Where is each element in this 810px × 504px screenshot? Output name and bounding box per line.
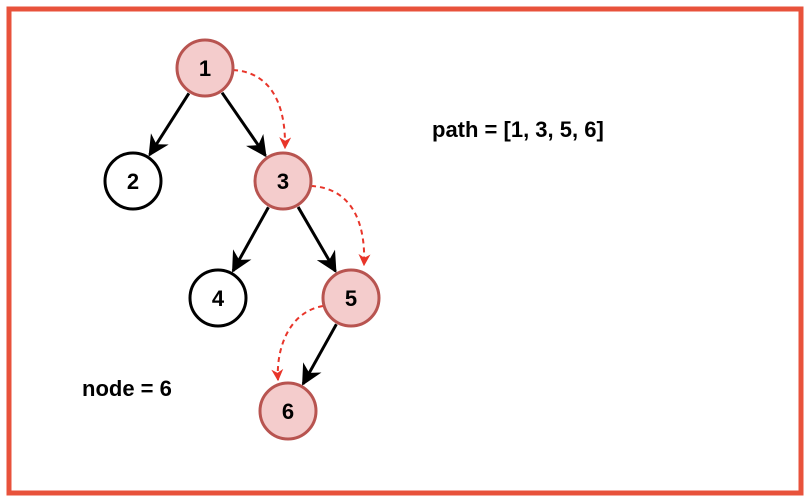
edge-n3-n4 xyxy=(231,206,270,273)
outer-frame xyxy=(6,6,804,496)
path-arrow-n3-n5 xyxy=(310,185,371,267)
node-label: 6 xyxy=(282,399,294,424)
tree-node-4: 4 xyxy=(188,268,248,328)
tree-node-5: 5 xyxy=(321,268,381,328)
edge-n1-n3 xyxy=(220,91,267,158)
tree-node-6: 6 xyxy=(258,381,318,441)
path-arrow-n5-n6 xyxy=(271,305,324,382)
node-circle xyxy=(321,268,381,328)
edge-n5-n6 xyxy=(301,323,338,386)
edge-n1-n2 xyxy=(148,92,191,157)
tree-node-3: 3 xyxy=(253,151,313,211)
tree-node-2: 2 xyxy=(103,151,163,211)
node-circle xyxy=(258,381,318,441)
edges xyxy=(148,91,338,386)
nodes: 1 2 3 4 5 6 xyxy=(103,38,381,441)
edge-n3-n5 xyxy=(296,206,337,274)
node-circle xyxy=(175,38,235,98)
path-annotation: path = [1, 3, 5, 6] xyxy=(432,117,604,142)
path-arrow-n1-n3 xyxy=(232,69,292,150)
node-label: 4 xyxy=(212,286,225,311)
node-label: 3 xyxy=(277,169,289,194)
node-label: 2 xyxy=(127,169,139,194)
node-label: 5 xyxy=(345,286,357,311)
node-circle xyxy=(253,151,313,211)
node-annotation: node = 6 xyxy=(82,376,172,401)
node-label: 1 xyxy=(199,56,211,81)
tree-node-1: 1 xyxy=(175,38,235,98)
node-circle xyxy=(103,151,163,211)
node-circle xyxy=(188,268,248,328)
path-arrows xyxy=(232,69,371,382)
